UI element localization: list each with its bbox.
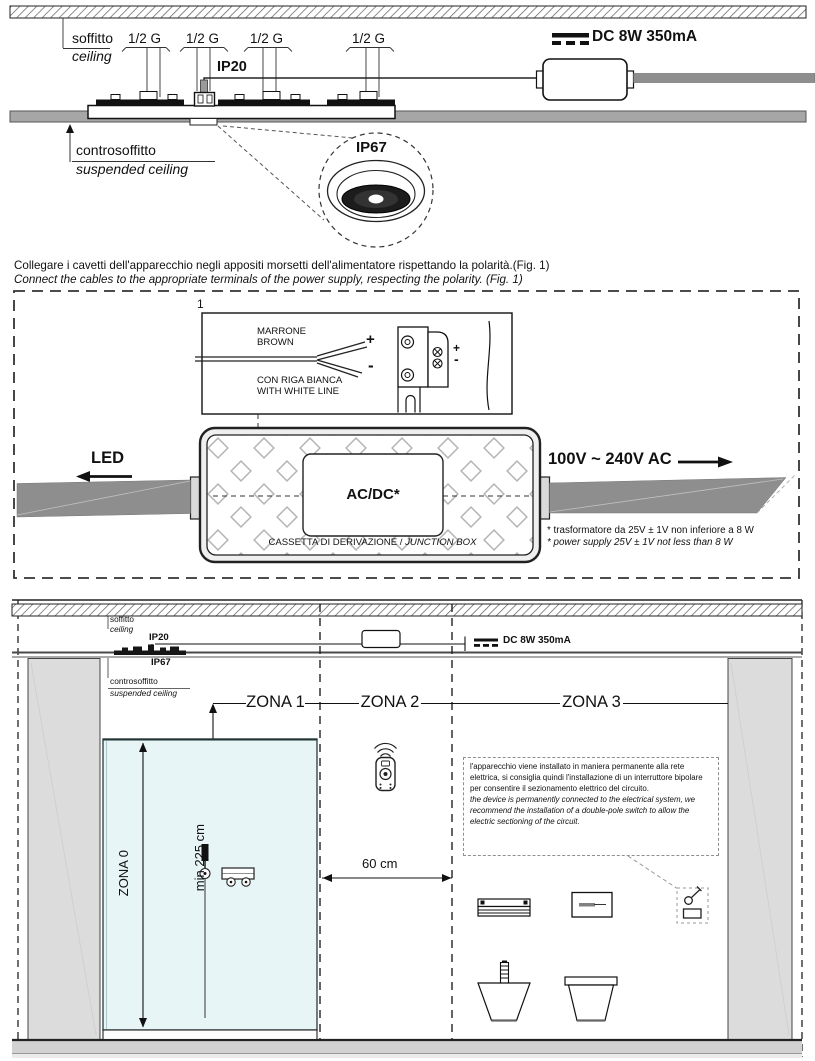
- installation-note-italian: l'apparecchio viene installato in manier…: [470, 762, 703, 793]
- half-g-label-3: 1/2 G: [250, 31, 284, 46]
- mains-cable: [549, 456, 797, 514]
- ip20-label: IP20: [217, 59, 247, 75]
- distance-label: 60 cm: [362, 856, 398, 871]
- double-pole-switch-icon: [676, 886, 709, 924]
- ceiling-hatch-band: [11, 603, 803, 617]
- zona1-label: ZONA 1: [246, 693, 305, 711]
- con-riga-bianca-label: CON RIGA BIANCA: [257, 375, 343, 386]
- linear-light-icon: [477, 898, 531, 917]
- instruction-italian: Collegare i cavetti dell'apparecchio neg…: [14, 259, 550, 272]
- remote-control-icon: [374, 742, 397, 792]
- suspended-ceiling-label-small: suspended ceiling: [110, 688, 178, 698]
- dc-rating-label-small: DC 8W 350mA: [503, 635, 571, 646]
- transformer-note-english: * power supply 25V ± 1V not less than 8 …: [547, 537, 733, 548]
- figure1-dashed-border: [13, 290, 800, 579]
- toilet-icon: [564, 976, 618, 1022]
- suspended-ceiling-band: [9, 110, 807, 123]
- shower-fixture: [199, 844, 255, 1018]
- terminal-minus-label: -: [454, 351, 459, 367]
- junction-box: [189, 426, 551, 564]
- controsoffitto-label: controsoffitto: [76, 142, 156, 158]
- soffitto-label-small: soffitto: [110, 615, 134, 624]
- instruction-english: Connect the cables to the appropriate te…: [14, 273, 523, 286]
- wire-minus-label: -: [368, 356, 374, 375]
- figure1-number: 1: [197, 297, 204, 311]
- junction-caption-it: CASSETTA DI DERIVAZIONE /: [268, 537, 403, 548]
- zona0-label: ZONA 0: [116, 850, 131, 897]
- mini-power-supply: [151, 629, 466, 651]
- half-g-label-4: 1/2 G: [352, 31, 386, 46]
- acdc-panel: [302, 453, 444, 537]
- controsoffitto-leader: [66, 124, 215, 162]
- terminal-plus-label: +: [453, 341, 461, 355]
- led-cable: [16, 471, 191, 518]
- zona2-label: ZONA 2: [360, 693, 420, 711]
- brown-label: BROWN: [257, 337, 294, 348]
- ceiling-section-figure: [9, 5, 815, 248]
- wire-pair: [195, 341, 368, 378]
- wall-plate-icon: [571, 891, 613, 918]
- controsoffitto-leader-small: [107, 658, 190, 689]
- wiring-figure: [13, 290, 800, 579]
- floor: [12, 1038, 802, 1058]
- ip67-detail-view: [217, 125, 434, 248]
- wire-plus-label: +: [366, 331, 375, 348]
- mini-fixture: [114, 644, 186, 655]
- junction-box-caption: CASSETTA DI DERIVAZIONE / JUNCTION BOX: [240, 537, 505, 548]
- half-g-label-2: 1/2 G: [186, 31, 220, 46]
- ip67-label: IP67: [356, 139, 387, 156]
- half-g-label-1: 1/2 G: [128, 31, 162, 46]
- structural-ceiling-hatch: [9, 5, 807, 19]
- bidet-icon: [477, 960, 531, 1022]
- voltage-label: 100V ~ 240V AC: [548, 450, 672, 468]
- transformer-note-italian: * trasformatore da 25V ± 1V non inferior…: [547, 525, 754, 536]
- terminal-block: [397, 320, 491, 413]
- ceiling-label-small: ceiling: [110, 625, 134, 634]
- soffitto-leader-line: [62, 18, 110, 49]
- power-supply-box: [535, 58, 815, 101]
- wireless-waves-icon: [374, 742, 397, 757]
- marrone-label: MARRONE: [257, 326, 307, 337]
- bathroom-zones-figure: [11, 599, 803, 1058]
- zona3-label: ZONA 3: [562, 693, 621, 711]
- min-height-label: min 225 cm: [192, 824, 207, 892]
- controsoffitto-label-small: controsoffitto: [110, 676, 158, 686]
- dc-rating-label: DC 8W 350mA: [592, 28, 698, 45]
- note-leader-line: [627, 855, 679, 890]
- led-label: LED: [91, 449, 124, 467]
- acdc-label: AC/DC*: [346, 486, 400, 503]
- installation-note-box: l'apparecchio viene installato in manier…: [463, 757, 719, 856]
- ip67-label-small: IP67: [151, 657, 171, 668]
- with-white-line-label: WITH WHITE LINE: [257, 386, 340, 397]
- installation-note-english: the device is permanently connected to t…: [470, 794, 695, 826]
- half-g-dimension-lines: [121, 47, 395, 97]
- wire-detail-box: [201, 312, 513, 415]
- junction-caption-en: JUNCTION BOX: [405, 537, 477, 548]
- ip20-label-small: IP20: [149, 632, 169, 643]
- shower-enclosure: [102, 738, 318, 1041]
- soffitto-label: soffitto: [72, 30, 113, 46]
- led-arrow: [76, 471, 90, 482]
- distance-measure: [322, 874, 452, 882]
- dc-symbol-small: [474, 638, 498, 647]
- light-fixture-strip: [87, 91, 396, 126]
- dc-symbol: [552, 33, 589, 45]
- shower-tray: [102, 1029, 318, 1041]
- zone0-measure: [139, 742, 147, 1028]
- ceiling-label: ceiling: [72, 48, 112, 64]
- suspended-ceiling-label: suspended ceiling: [76, 161, 189, 177]
- ac-arrow: [718, 456, 733, 468]
- walls: [27, 658, 793, 1041]
